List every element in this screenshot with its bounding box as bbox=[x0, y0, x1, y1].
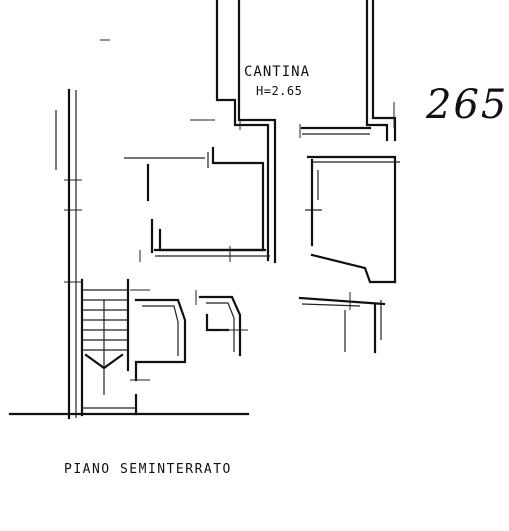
left-wall-and-stair bbox=[8, 88, 250, 420]
floor-title: PIANO SEMINTERRATO bbox=[64, 462, 232, 477]
small-rooms bbox=[134, 295, 242, 416]
sheet-number: 265 bbox=[426, 82, 509, 128]
room-height-label: H=2.65 bbox=[256, 84, 303, 98]
right-room-walls bbox=[298, 155, 400, 354]
tick-marks bbox=[64, 39, 395, 381]
room-name-label: CANTINA bbox=[244, 64, 311, 80]
cantina-walls bbox=[124, 0, 397, 264]
